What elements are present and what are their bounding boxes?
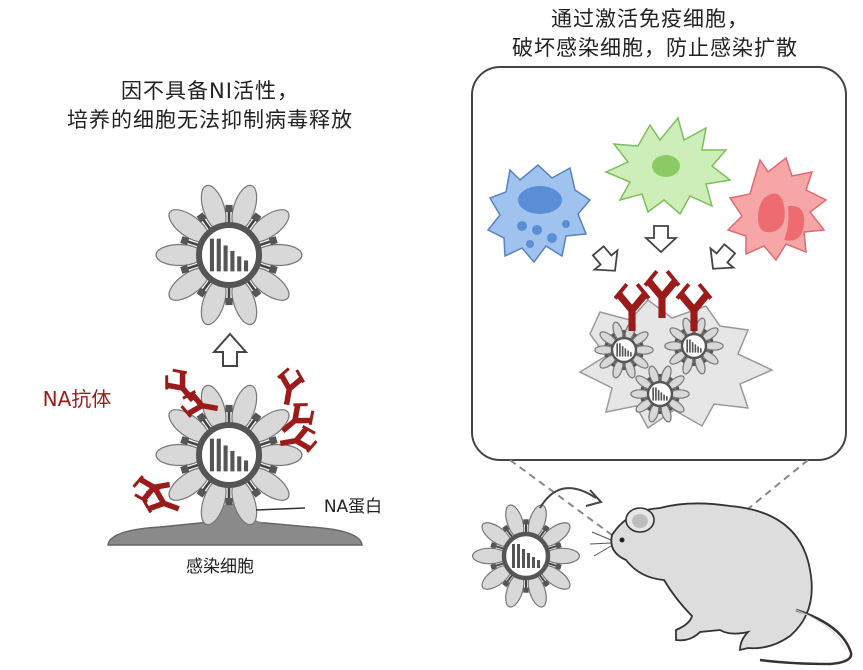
antibody-bound xyxy=(677,284,711,331)
virus-budding xyxy=(155,384,303,526)
virus-released xyxy=(155,184,303,326)
right-infected-cell xyxy=(578,298,774,430)
virus-in-cell xyxy=(594,321,654,379)
na-antibody xyxy=(274,398,318,441)
right-title-line2: 破坏感染细胞，防止感染扩散 xyxy=(512,36,798,60)
antibody-bound xyxy=(615,284,649,331)
na-antibody xyxy=(141,484,184,521)
neutrophil xyxy=(726,156,828,262)
nk-cell-label-line2: 细胞 xyxy=(523,128,557,148)
na-antibody xyxy=(180,389,220,421)
left-infected-cell-label: 感染细胞 xyxy=(186,557,254,577)
nk-cell-label-line1: 自然杀伤 xyxy=(506,104,574,124)
antibody-bound xyxy=(645,271,679,318)
neutrophil-label-line2: 细胞 xyxy=(753,128,787,148)
macrophage xyxy=(604,116,732,216)
left-title-line2: 培养的细胞无法抑制病毒释放 xyxy=(67,108,353,132)
mouse xyxy=(589,502,853,666)
na-antibody xyxy=(274,367,306,407)
na-antibody xyxy=(278,424,318,456)
virus-in-cell xyxy=(664,317,724,375)
virus-free xyxy=(471,504,581,608)
left-title-line1: 因不具备NI活性， xyxy=(121,79,299,103)
right-title-line1: 通过激活免疫细胞， xyxy=(551,7,749,31)
virus-in-cell xyxy=(630,365,690,423)
neutrophil-label-line1: 中性粒 xyxy=(744,104,796,124)
na-antibody xyxy=(160,364,203,408)
na-antibody xyxy=(132,472,172,504)
right-infected-cell-label: 感染细胞 xyxy=(626,433,694,453)
na-protein-label: NA蛋白 xyxy=(323,497,383,517)
immune-response-panel xyxy=(471,66,847,461)
nk-cell xyxy=(486,164,592,264)
macrophage-label: 巨噬细胞 xyxy=(631,86,699,106)
na-antibody-label: NA抗体 xyxy=(42,387,112,411)
